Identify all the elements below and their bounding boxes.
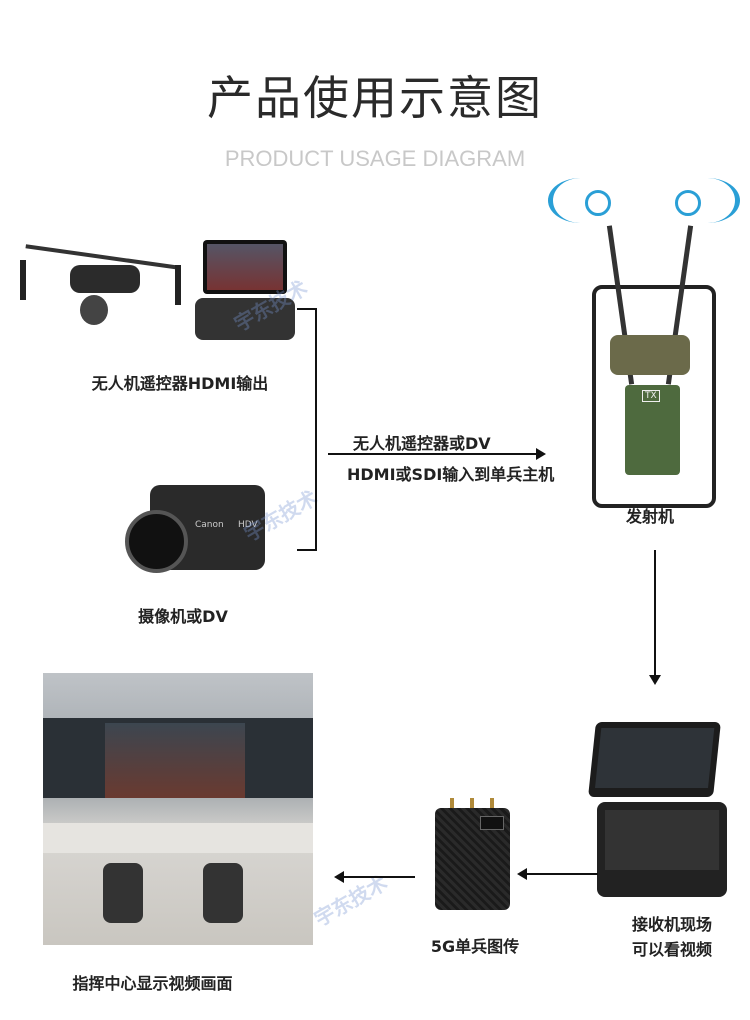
receiver-case-image [582,712,730,902]
tx-label: TX [642,390,660,402]
page-title: 产品使用示意图 [207,71,543,125]
remote-controller-image [195,240,295,340]
bracket-vertical [315,308,317,551]
bracket-top [297,308,317,310]
transmitter-label: 发射机 [625,507,674,526]
arrow-top-label: 无人机遥控器或DV [353,434,491,453]
drone-controller-label: 无人机遥控器HDMI输出 [91,374,269,393]
arrow-to-transmitter [328,453,540,455]
command-center-label: 指挥中心显示视频画面 [72,974,233,993]
arrow-to-5g [525,873,598,875]
page-subtitle: PRODUCT USAGE DIAGRAM [224,146,526,171]
camcorder-image: Canon HDV [120,475,270,580]
signal-icon [548,178,613,223]
arrowhead-left-icon [517,868,527,880]
arrow-bottom-label: HDMI或SDI输入到单兵主机 [347,465,555,484]
camcorder-hdv: HDV [238,520,258,530]
arrowhead-down-icon [649,675,661,685]
arrow-to-command-center [342,876,415,878]
signal-icon [675,178,740,223]
camcorder-brand: Canon [195,520,224,530]
arrowhead-left-icon [334,871,344,883]
bracket-bottom [297,549,317,551]
receiver-label-line1: 接收机现场 [631,915,712,934]
arrowhead-right-icon [536,448,546,460]
arrow-to-receiver [654,550,656,678]
command-center-image [43,673,313,945]
camcorder-label: 摄像机或DV [138,607,228,626]
transmitter-backpack-image: TX [580,225,720,508]
receiver-label-line2: 可以看视频 [631,940,712,959]
5g-unit-label: 5G单兵图传 [430,937,520,956]
drone-image [15,235,190,340]
5g-unit-image [435,798,510,910]
